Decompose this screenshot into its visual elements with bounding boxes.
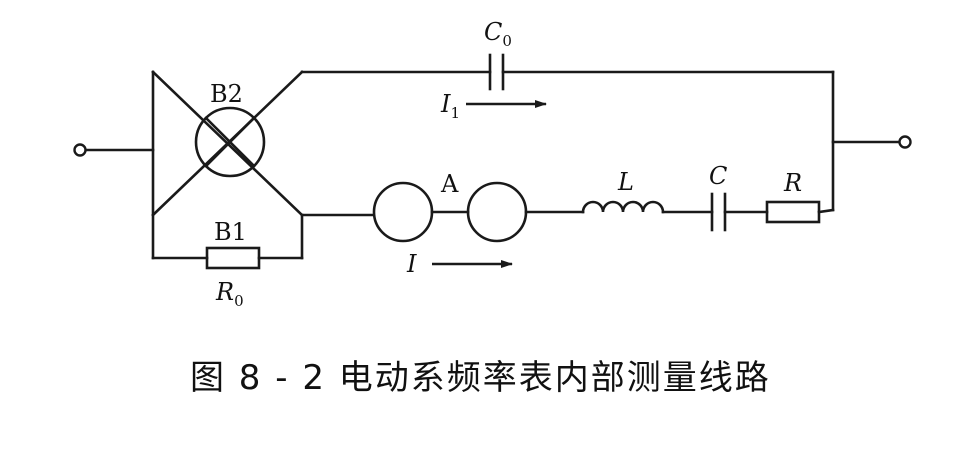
right-terminal bbox=[898, 135, 912, 149]
ammeter-coil-left bbox=[372, 181, 434, 243]
label-b2: B2 bbox=[210, 80, 243, 108]
inductor-l bbox=[581, 200, 665, 214]
left-terminal bbox=[73, 143, 87, 157]
label-ammeter-a: A bbox=[440, 170, 459, 198]
label-resistor-r: R bbox=[783, 169, 802, 197]
b2-coil-cross-2 bbox=[204, 116, 256, 168]
ammeter-coil-right bbox=[466, 181, 528, 243]
label-inductor-l: L bbox=[617, 168, 634, 196]
b2-coil-circle bbox=[194, 106, 266, 178]
label-i1: I1 bbox=[440, 90, 460, 122]
resistor-b1 bbox=[205, 246, 261, 270]
wire-main-6 bbox=[817, 208, 835, 214]
label-capacitor-c: C bbox=[709, 162, 727, 190]
label-current-i: I bbox=[406, 250, 417, 278]
label-r0: R0 bbox=[215, 278, 244, 310]
label-c0: C0 bbox=[484, 18, 512, 50]
resistor-r bbox=[765, 200, 821, 224]
figure-caption: 图 8 - 2 电动系频率表内部测量线路 bbox=[190, 358, 771, 398]
label-b1: B1 bbox=[214, 218, 247, 246]
